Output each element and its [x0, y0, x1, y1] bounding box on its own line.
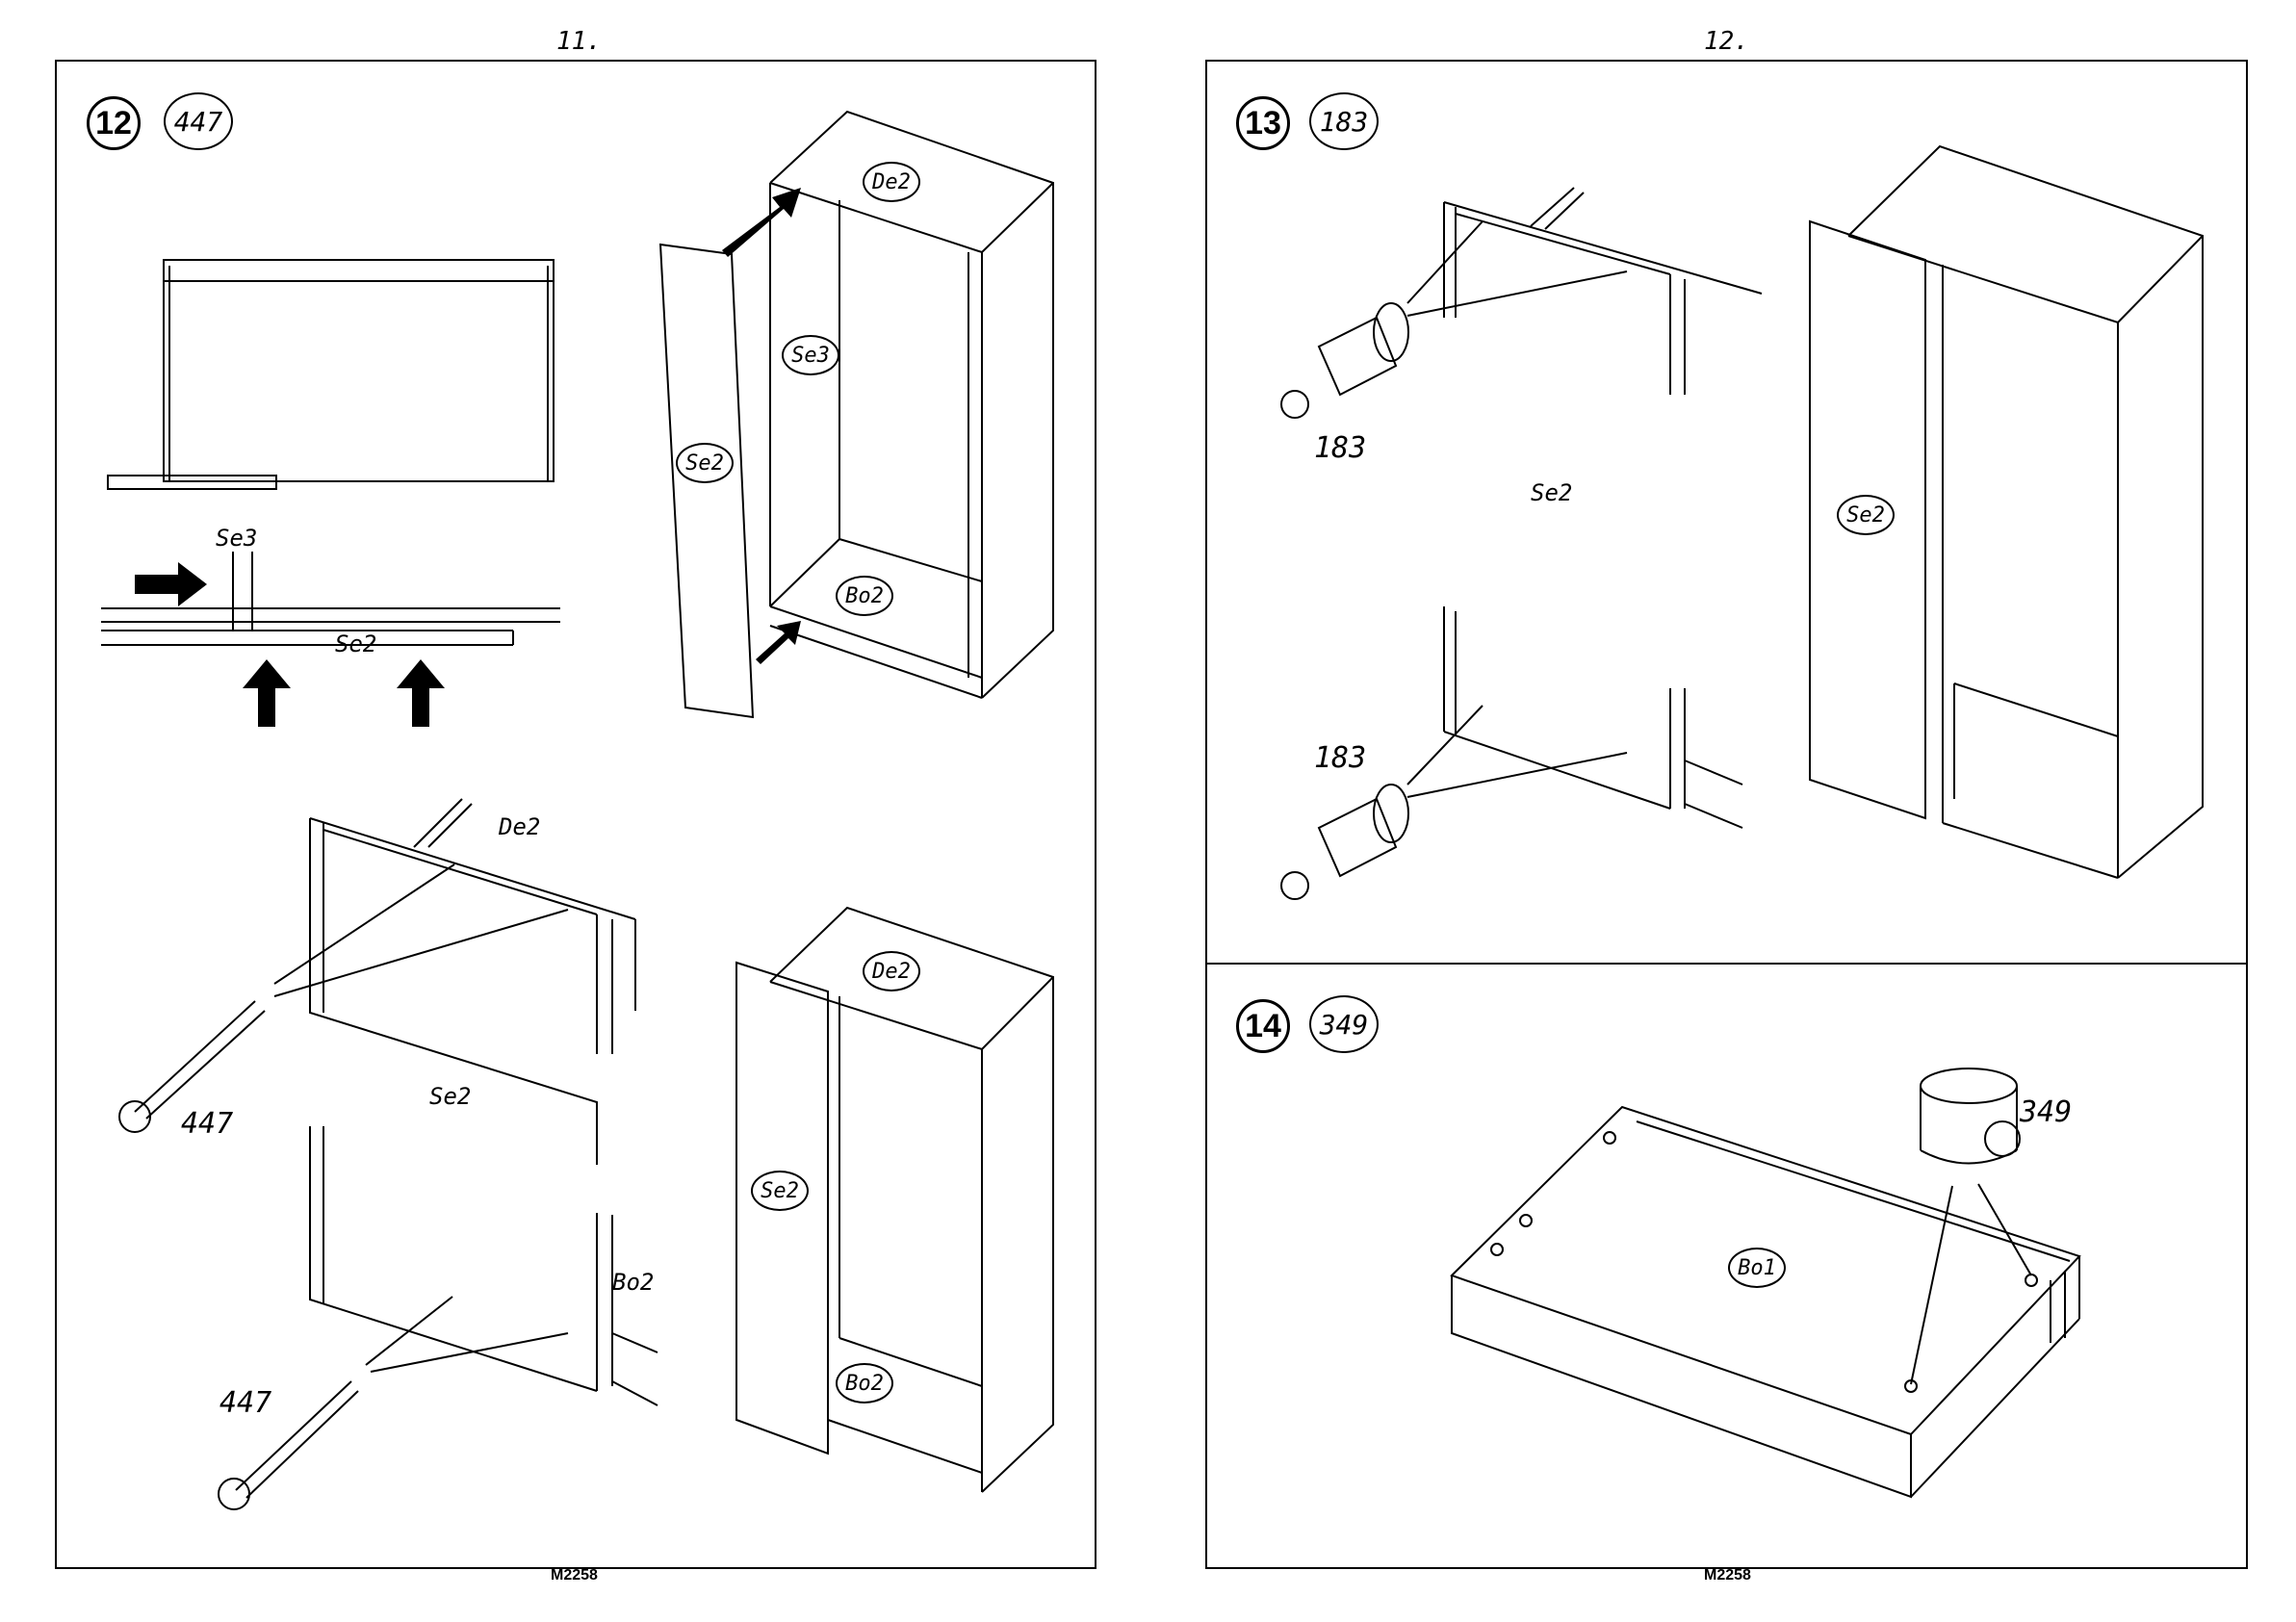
label-bo2-cabinet: Bo2	[836, 576, 893, 616]
label-bo2-final: Bo2	[836, 1363, 893, 1403]
step-12-quantity: 447	[164, 92, 233, 150]
label-de2-panel: De2	[499, 813, 540, 840]
step-13-badge: 13	[1236, 96, 1290, 150]
label-se2-cabinet-13: Se2	[1837, 495, 1895, 535]
label-se2-final: Se2	[751, 1171, 809, 1211]
label-screw-lower: 447	[219, 1386, 271, 1420]
label-bo1-panel: Bo1	[1728, 1248, 1786, 1288]
cam-lock-349	[1911, 1068, 2031, 1384]
label-de2-final: De2	[863, 951, 920, 991]
label-se2-panel: Se2	[676, 443, 734, 483]
label-de2-top: De2	[863, 162, 920, 202]
label-dowel-lower: 183	[1314, 741, 1366, 775]
step-14-badge: 14	[1236, 999, 1290, 1053]
label-cam-lock: 349	[2020, 1095, 2072, 1129]
bo1-panel	[1452, 1107, 2079, 1497]
cabinet-cross-section	[164, 260, 554, 481]
label-dowel-upper: 183	[1314, 431, 1366, 465]
dowel-lower	[1281, 785, 1408, 899]
label-se2-detail: Se2	[335, 631, 376, 657]
label-se2-panel-13: Se2	[1531, 479, 1572, 506]
arrow-into-top	[722, 188, 801, 257]
label-bo2-panel: Bo2	[612, 1269, 654, 1296]
step-14-quantity: 349	[1309, 995, 1379, 1053]
step-12-badge: 12	[87, 96, 141, 150]
arrow-up-1	[243, 659, 291, 727]
arrow-right	[135, 562, 207, 606]
step-13-quantity: 183	[1309, 92, 1379, 150]
label-se2-panel-center: Se2	[429, 1083, 471, 1110]
arrow-up-2	[397, 659, 445, 727]
label-se3-cabinet: Se3	[782, 335, 839, 375]
dowel-upper	[1281, 303, 1408, 418]
label-se3-detail: Se3	[216, 525, 257, 552]
label-screw-upper: 447	[181, 1107, 233, 1141]
arrow-into-bottom	[756, 621, 801, 664]
